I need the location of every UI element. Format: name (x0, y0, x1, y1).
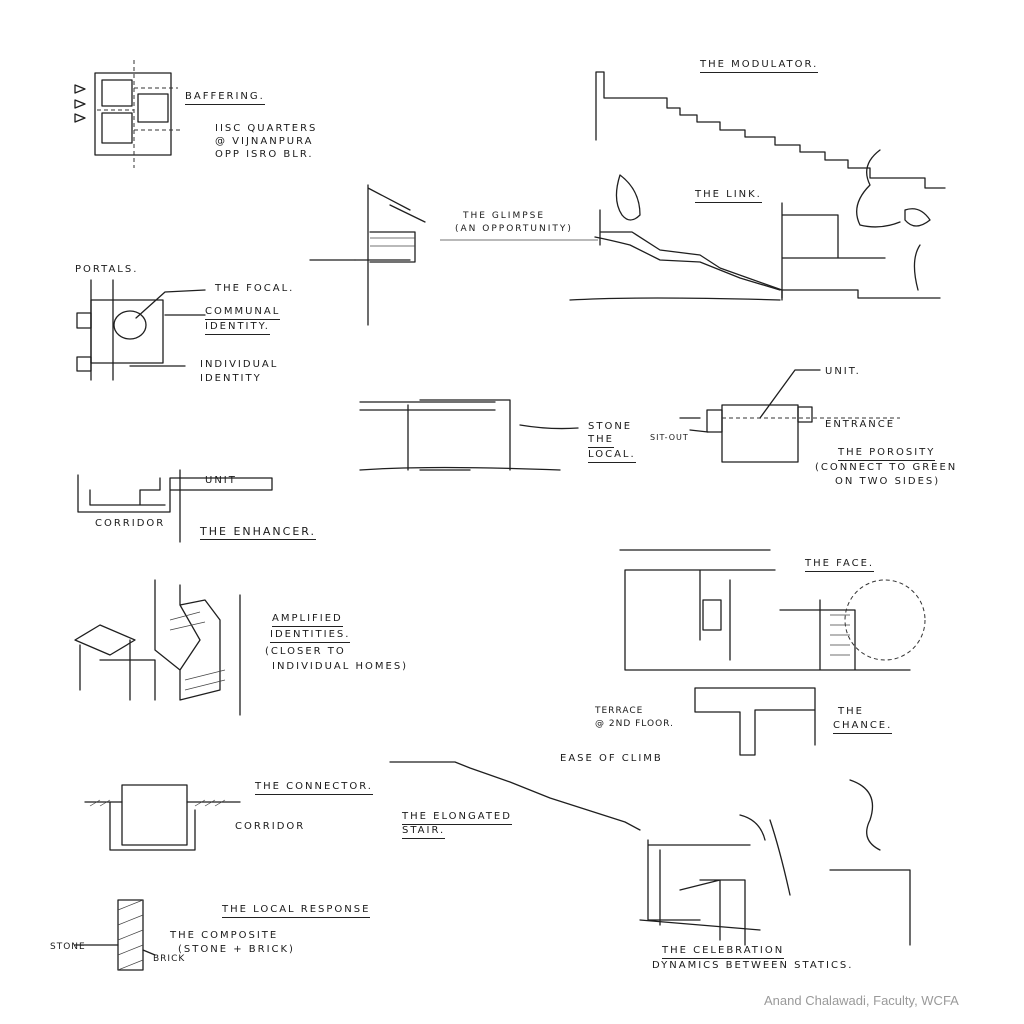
local-sketch (359, 399, 579, 471)
local-response-sketch (74, 899, 156, 971)
terrace-label-2: @ 2ND FLOOR. (595, 719, 674, 729)
glimpse-label-1: THE GLIMPSE (463, 211, 546, 221)
porosity-note-1: (CONNECT TO GREEN (815, 462, 958, 473)
celebration-sketch (639, 779, 911, 946)
individual-label-2: IDENTITY (200, 373, 262, 384)
connector-title: THE CONNECTOR. (255, 780, 373, 795)
celebration-title: THE CELEBRATION (662, 944, 785, 959)
glimpse-label-2: (AN OPPORTUNITY) (455, 224, 573, 234)
buffering-note-1: IISC QUARTERS (215, 123, 318, 134)
composite-label-1: THE COMPOSITE (170, 930, 279, 941)
celebration-note: DYNAMICS BETWEEN STATICS. (652, 960, 854, 971)
link-sketch (440, 149, 941, 301)
buffering-note-3: OPP ISRO BLR. (215, 149, 314, 160)
enhancer-unit-label: UNIT (205, 475, 237, 486)
portals-sketch (76, 279, 206, 381)
individual-label-1: INDIVIDUAL (200, 359, 279, 370)
connector-sketch (84, 784, 241, 851)
sitout-label: SIT-OUT (650, 433, 689, 442)
local-label-2: THE (588, 433, 614, 448)
entrance-label: ENTRANCE (825, 419, 896, 430)
brick-label: BRICK (153, 954, 186, 964)
stone-label: STONE (50, 942, 86, 952)
communal-label-1: COMMUNAL (205, 305, 281, 320)
amplified-note-1: (CLOSER TO (265, 646, 346, 657)
enhancer-corridor-label: CORRIDOR (95, 518, 166, 529)
composite-label-2: (STONE + BRICK) (178, 944, 295, 955)
local-label-1: STONE (588, 421, 633, 432)
porosity-sketch (679, 369, 900, 463)
face-title: THE FACE. (805, 557, 875, 572)
enhancer-sketch (77, 469, 273, 543)
chance-title-1: THE (838, 706, 864, 717)
local-response-title: THE LOCAL RESPONSE (222, 903, 371, 918)
face-sketch (619, 549, 926, 671)
elongated-title-1: THE ELONGATED (402, 810, 512, 825)
porosity-title: THE POROSITY (838, 446, 936, 461)
buffering-note-2: @ VIJNANPURA (215, 136, 314, 147)
communal-label-2: IDENTITY. (205, 320, 270, 335)
local-label-3: LOCAL. (588, 448, 636, 463)
buffering-title: BAFFERING. (185, 90, 265, 105)
portals-title: PORTALS. (75, 264, 139, 275)
terrace-label-1: TERRACE (595, 706, 644, 716)
amplified-sketch (74, 579, 241, 716)
connector-corridor-label: CORRIDOR (235, 821, 306, 832)
amplified-title-1: AMPLIFIED (272, 612, 343, 627)
modulator-sketch (595, 71, 946, 189)
credit-text: Anand Chalawadi, Faculty, WCFA (764, 993, 959, 1008)
link-title: THE LINK. (695, 188, 762, 203)
glimpse-sketch (309, 184, 426, 326)
chance-title-2: CHANCE. (833, 719, 893, 734)
ease-of-climb-label: EASE OF CLIMB (560, 753, 663, 764)
elongated-title-2: STAIR. (402, 824, 446, 839)
amplified-title-2: IDENTITIES. (270, 628, 351, 643)
porosity-note-2: ON TWO SIDES) (835, 476, 941, 487)
amplified-note-2: INDIVIDUAL HOMES) (272, 661, 409, 672)
porosity-unit-label: UNIT. (825, 366, 861, 377)
buffering-sketch (74, 60, 180, 168)
modulator-title: THE MODULATOR. (700, 58, 819, 73)
focal-label: THE FOCAL. (215, 283, 295, 294)
elongated-stair-sketch (389, 761, 641, 831)
enhancer-title: THE ENHANCER. (200, 525, 317, 540)
chance-sketch (694, 687, 816, 756)
